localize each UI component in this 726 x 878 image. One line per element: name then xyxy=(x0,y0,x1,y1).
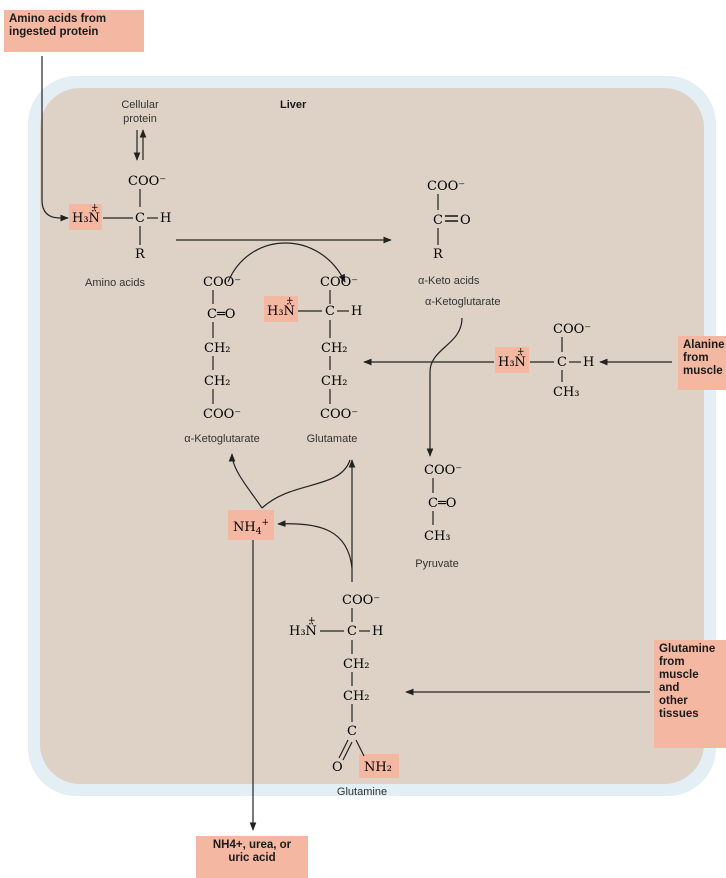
ala-h: H xyxy=(583,355,594,370)
ingested-protein-callout: Amino acids from ingested protein xyxy=(4,10,144,52)
akg-coo-top: COO⁻ xyxy=(203,275,241,290)
highlight-gln-nh2 xyxy=(359,754,399,778)
glu-ch2-2: CH₂ xyxy=(321,374,348,389)
glu-plus: + xyxy=(286,296,294,306)
glu-c: C xyxy=(325,304,335,319)
ala-h3n: H₃N̈ xyxy=(498,354,526,370)
alpha-ketoglutarate-label: α-Ketoglutarate xyxy=(184,433,259,445)
excretion-products-callout: NH4+, urea, or uric acid xyxy=(196,836,308,878)
alanine-from-muscle-callout: Alanine from muscle xyxy=(678,336,726,390)
gln-c-amide: C xyxy=(347,724,357,739)
pyruvate-label: Pyruvate xyxy=(415,558,458,570)
glutamine-deamidation-curve xyxy=(277,520,353,569)
akg-c-double-o: C═O xyxy=(207,307,235,322)
gln-plus: + xyxy=(308,616,316,626)
ketoglutarate-return-curve xyxy=(228,453,263,509)
highlight-glu-h3n xyxy=(264,296,298,322)
ala-coo: COO⁻ xyxy=(553,322,591,337)
glu-h3n: H₃N̈ xyxy=(267,303,295,319)
gln-h3n: H₃N̈ xyxy=(289,623,317,639)
ketoacid-o: O xyxy=(460,213,471,228)
gln-ch2-2: CH₂ xyxy=(343,689,370,704)
highlight-ala-h3n xyxy=(495,347,529,373)
akg-coo-bottom: COO⁻ xyxy=(203,407,241,422)
akg-ch2-2: CH₂ xyxy=(204,374,231,389)
gln-double-bond-1 xyxy=(338,739,349,759)
aa-plus: + xyxy=(91,203,99,213)
highlight-ammonium xyxy=(228,510,274,540)
excretion-products-text: NH4+, urea, or uric acid xyxy=(212,839,292,864)
aa-c: C xyxy=(135,211,145,226)
pyr-c-double-o: C═O xyxy=(428,496,456,511)
glu-ch2-1: CH₂ xyxy=(321,341,348,356)
pyr-ch3: CH₃ xyxy=(424,529,451,544)
aa-h: H xyxy=(160,211,171,226)
ala-plus: + xyxy=(517,347,525,357)
cellular-protein-label-line1: Cellular xyxy=(121,99,159,111)
akg-ch2-1: CH₂ xyxy=(204,341,231,356)
gln-nh2: NH₂ xyxy=(364,760,392,775)
cellular-protein-label-line2: protein xyxy=(123,113,157,125)
alpha-ketoglutarate-top-label: α-Ketoglutarate xyxy=(425,296,500,308)
aa-coo: COO⁻ xyxy=(128,174,166,189)
liver-label: Liver xyxy=(280,99,307,111)
glutamine-from-tissues-callout: Glutamine from muscle and other tissues xyxy=(654,640,726,748)
gln-h: H xyxy=(372,624,383,639)
ketoacid-coo: COO⁻ xyxy=(427,179,465,194)
glu-h: H xyxy=(351,304,362,319)
glutamate-label: Glutamate xyxy=(307,433,358,445)
glu-coo-top: COO⁻ xyxy=(320,275,358,290)
liver-compartment xyxy=(40,88,704,784)
aa-r: R xyxy=(135,247,146,262)
gln-o: O xyxy=(332,760,343,775)
pyr-coo: COO⁻ xyxy=(424,463,462,478)
ingested-input-arrow xyxy=(41,56,69,222)
gln-c: C xyxy=(347,624,357,639)
ala-c: C xyxy=(557,355,567,370)
glutamine-label: Glutamine xyxy=(337,786,387,798)
gln-ch2-1: CH₂ xyxy=(343,657,370,672)
alanine-curve xyxy=(426,317,463,457)
highlight-aa-h3n xyxy=(69,204,102,230)
ala-ch3: CH₃ xyxy=(553,385,580,400)
glu-coo-bottom: COO⁻ xyxy=(320,407,358,422)
glutamate-deamination-curve xyxy=(261,459,351,509)
ketoacid-r: R xyxy=(433,247,444,262)
aa-h3n: H₃N̈ xyxy=(72,210,100,226)
gln-double-bond-2 xyxy=(342,741,353,761)
gln-bond-amide xyxy=(355,739,365,757)
alpha-keto-acids-label: α-Keto acids xyxy=(418,275,480,287)
transamination-curve xyxy=(227,242,346,283)
ketoacid-c: C xyxy=(433,213,443,228)
gln-coo: COO⁻ xyxy=(342,593,380,608)
amino-acids-label: Amino acids xyxy=(85,277,145,289)
